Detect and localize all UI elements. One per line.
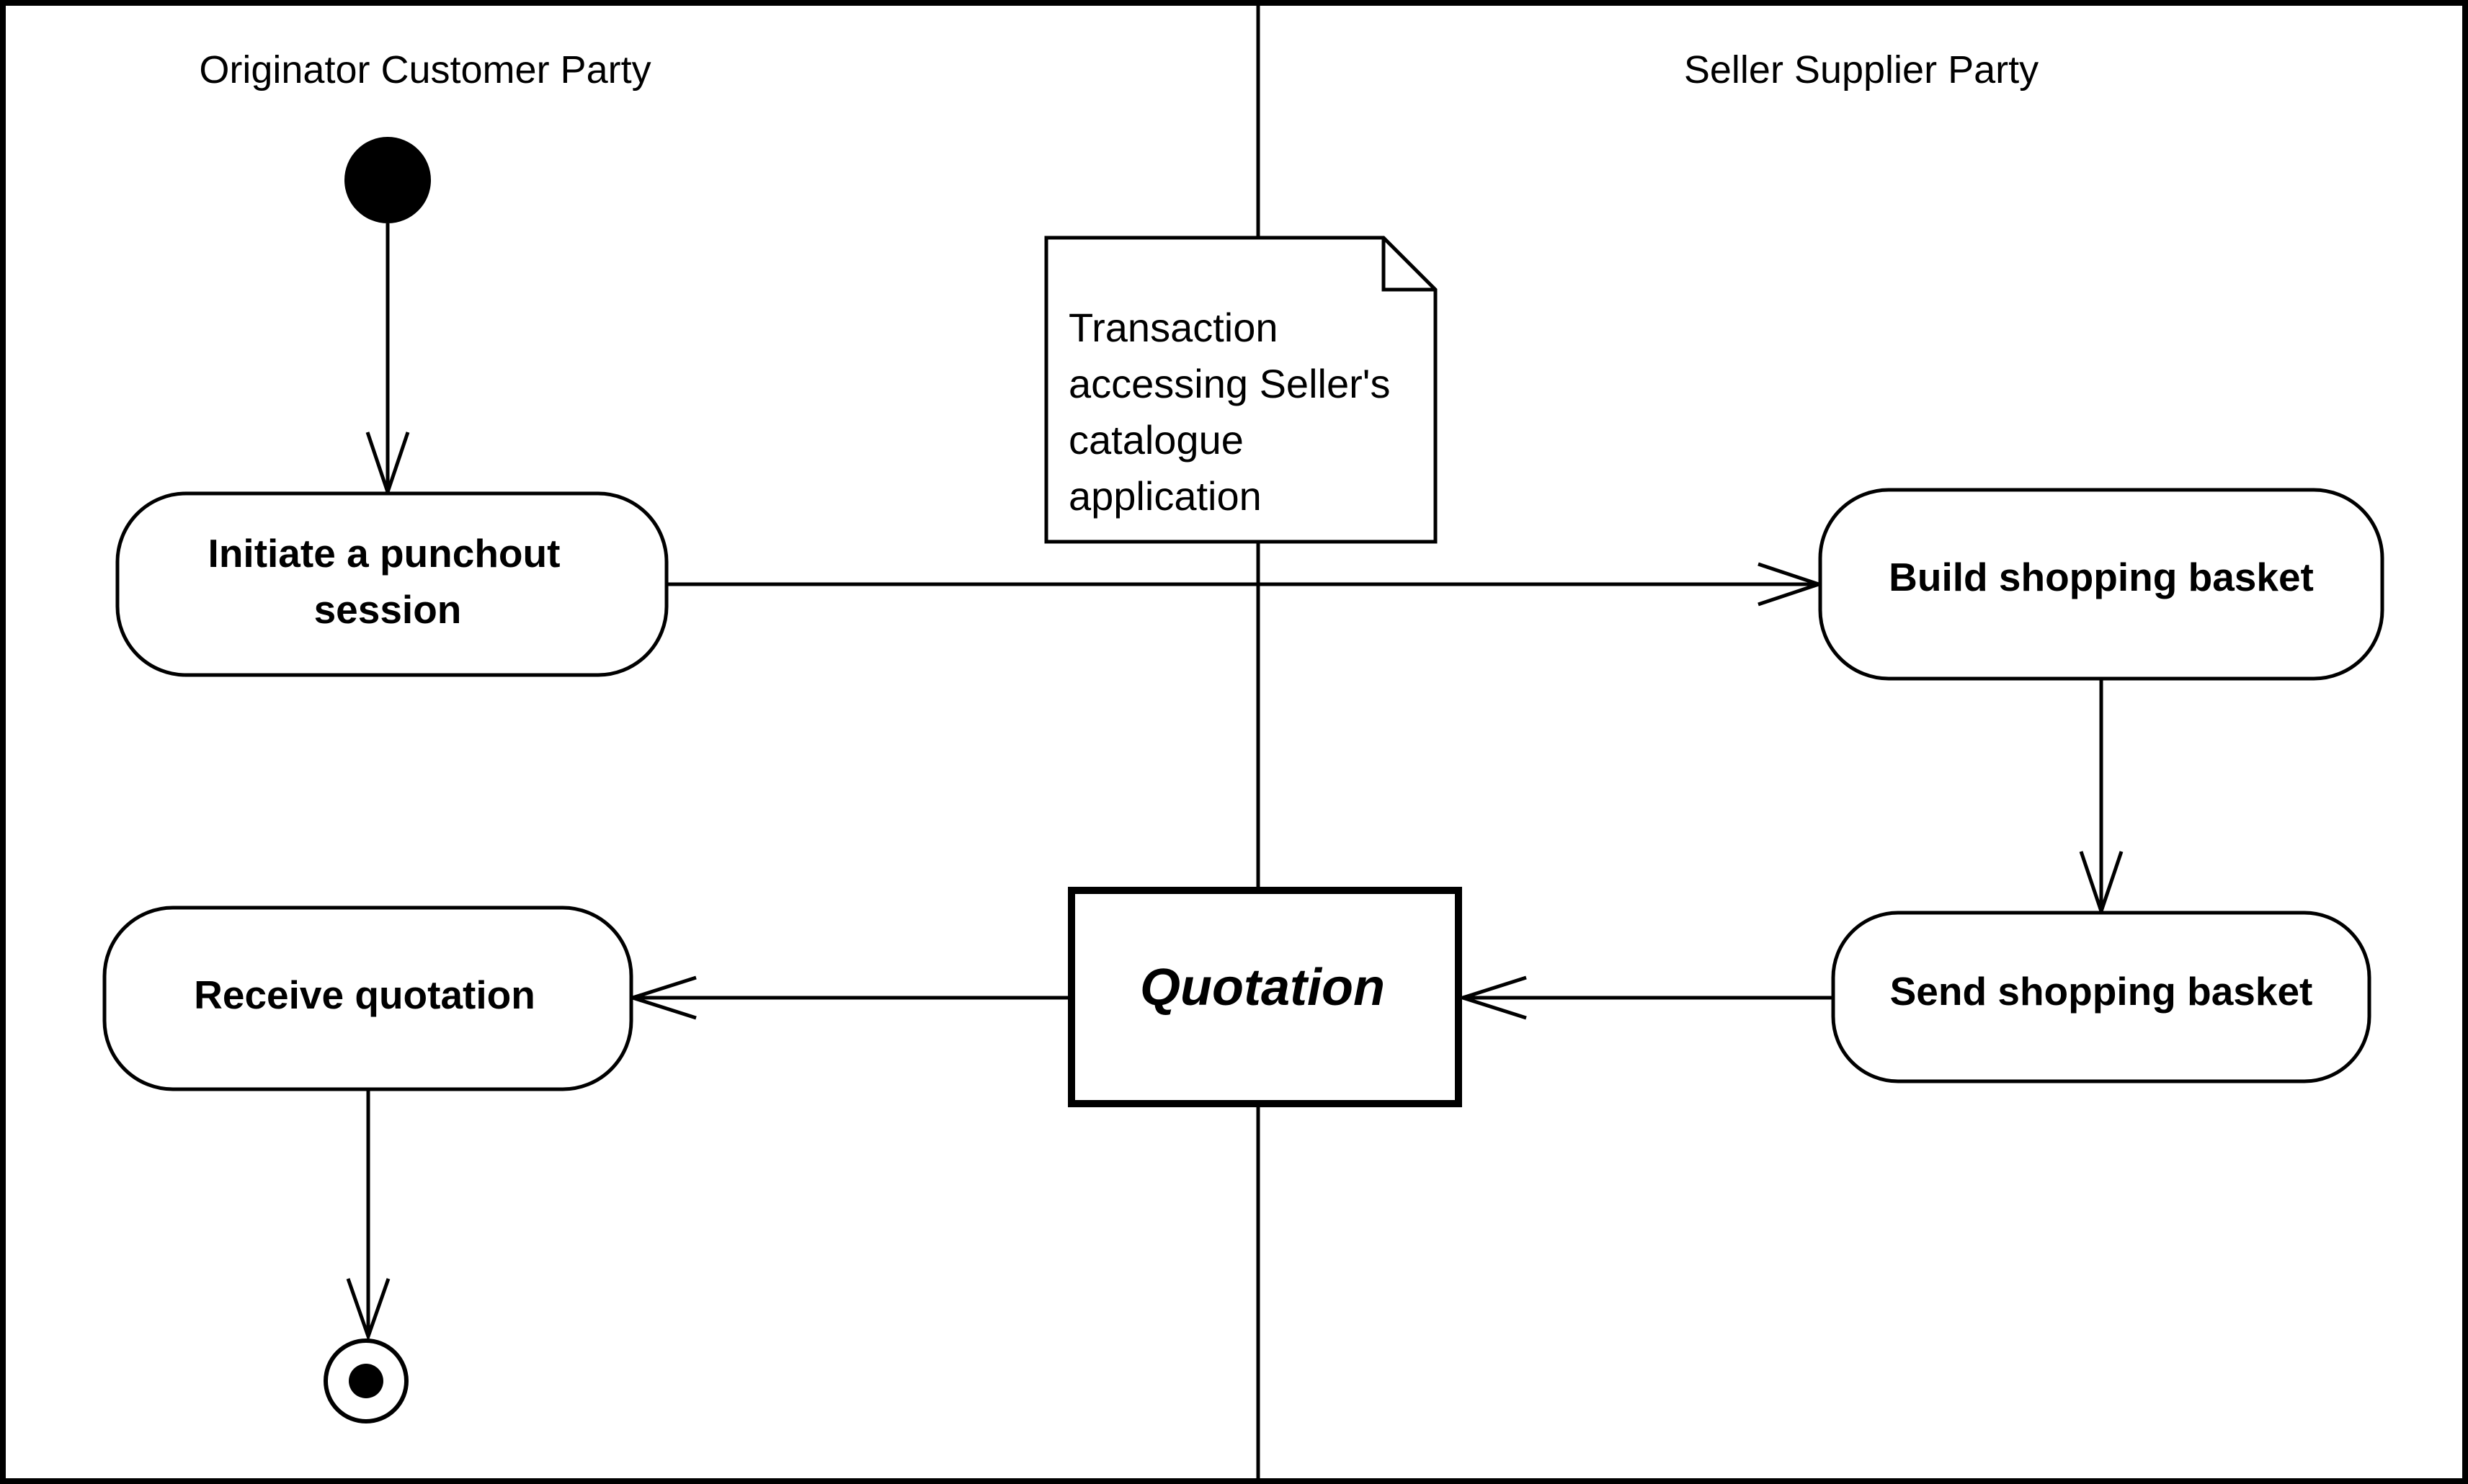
action-initiate-line-1: Initiate a punchout bbox=[208, 531, 561, 576]
action-receive-label: Receive quotation bbox=[194, 973, 535, 1017]
initial-node bbox=[344, 137, 431, 223]
lane-label-originator: Originator Customer Party bbox=[199, 48, 651, 91]
action-send-basket: Send shopping basket bbox=[1831, 911, 2371, 1083]
final-node bbox=[324, 1338, 409, 1423]
note-line-3: catalogue bbox=[1069, 417, 1244, 462]
action-receive-quotation: Receive quotation bbox=[102, 906, 633, 1091]
lane-label-seller: Seller Supplier Party bbox=[1684, 48, 2039, 91]
action-build-basket: Build shopping basket bbox=[1818, 488, 2384, 681]
action-initiate-line-2: session bbox=[314, 587, 462, 632]
edge-receive-to-final bbox=[346, 1089, 391, 1342]
note-line-2: accessing Seller's bbox=[1069, 361, 1390, 406]
object-node-quotation: Quotation bbox=[1068, 887, 1462, 1107]
note: Transaction accessing Seller's catalogue… bbox=[1044, 236, 1438, 544]
object-node-label: Quotation bbox=[1140, 959, 1385, 1016]
action-send-label: Send shopping basket bbox=[1890, 969, 2313, 1014]
note-line-1: Transaction bbox=[1069, 305, 1278, 350]
action-initiate-punchout: Initiate a punchout session bbox=[115, 491, 669, 677]
edge-send-to-quotation bbox=[1456, 975, 1833, 1020]
action-build-label: Build shopping basket bbox=[1889, 555, 2314, 599]
note-line-4: application bbox=[1069, 473, 1262, 519]
